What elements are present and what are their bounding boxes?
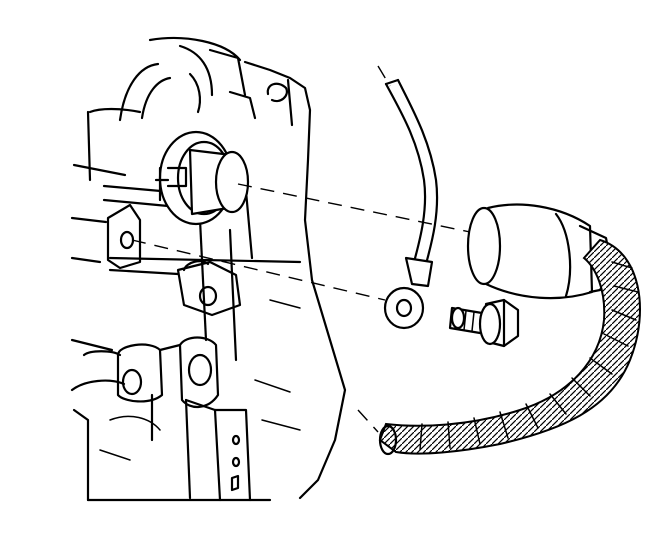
alignment-lines (131, 65, 471, 433)
boot-receptacle (154, 130, 250, 226)
wire-harness-boot (466, 203, 614, 300)
ground-wire (384, 78, 439, 266)
convoluted-conduit (378, 238, 641, 456)
housing (70, 36, 347, 502)
bolt (448, 298, 520, 348)
ring-terminal (383, 256, 434, 330)
